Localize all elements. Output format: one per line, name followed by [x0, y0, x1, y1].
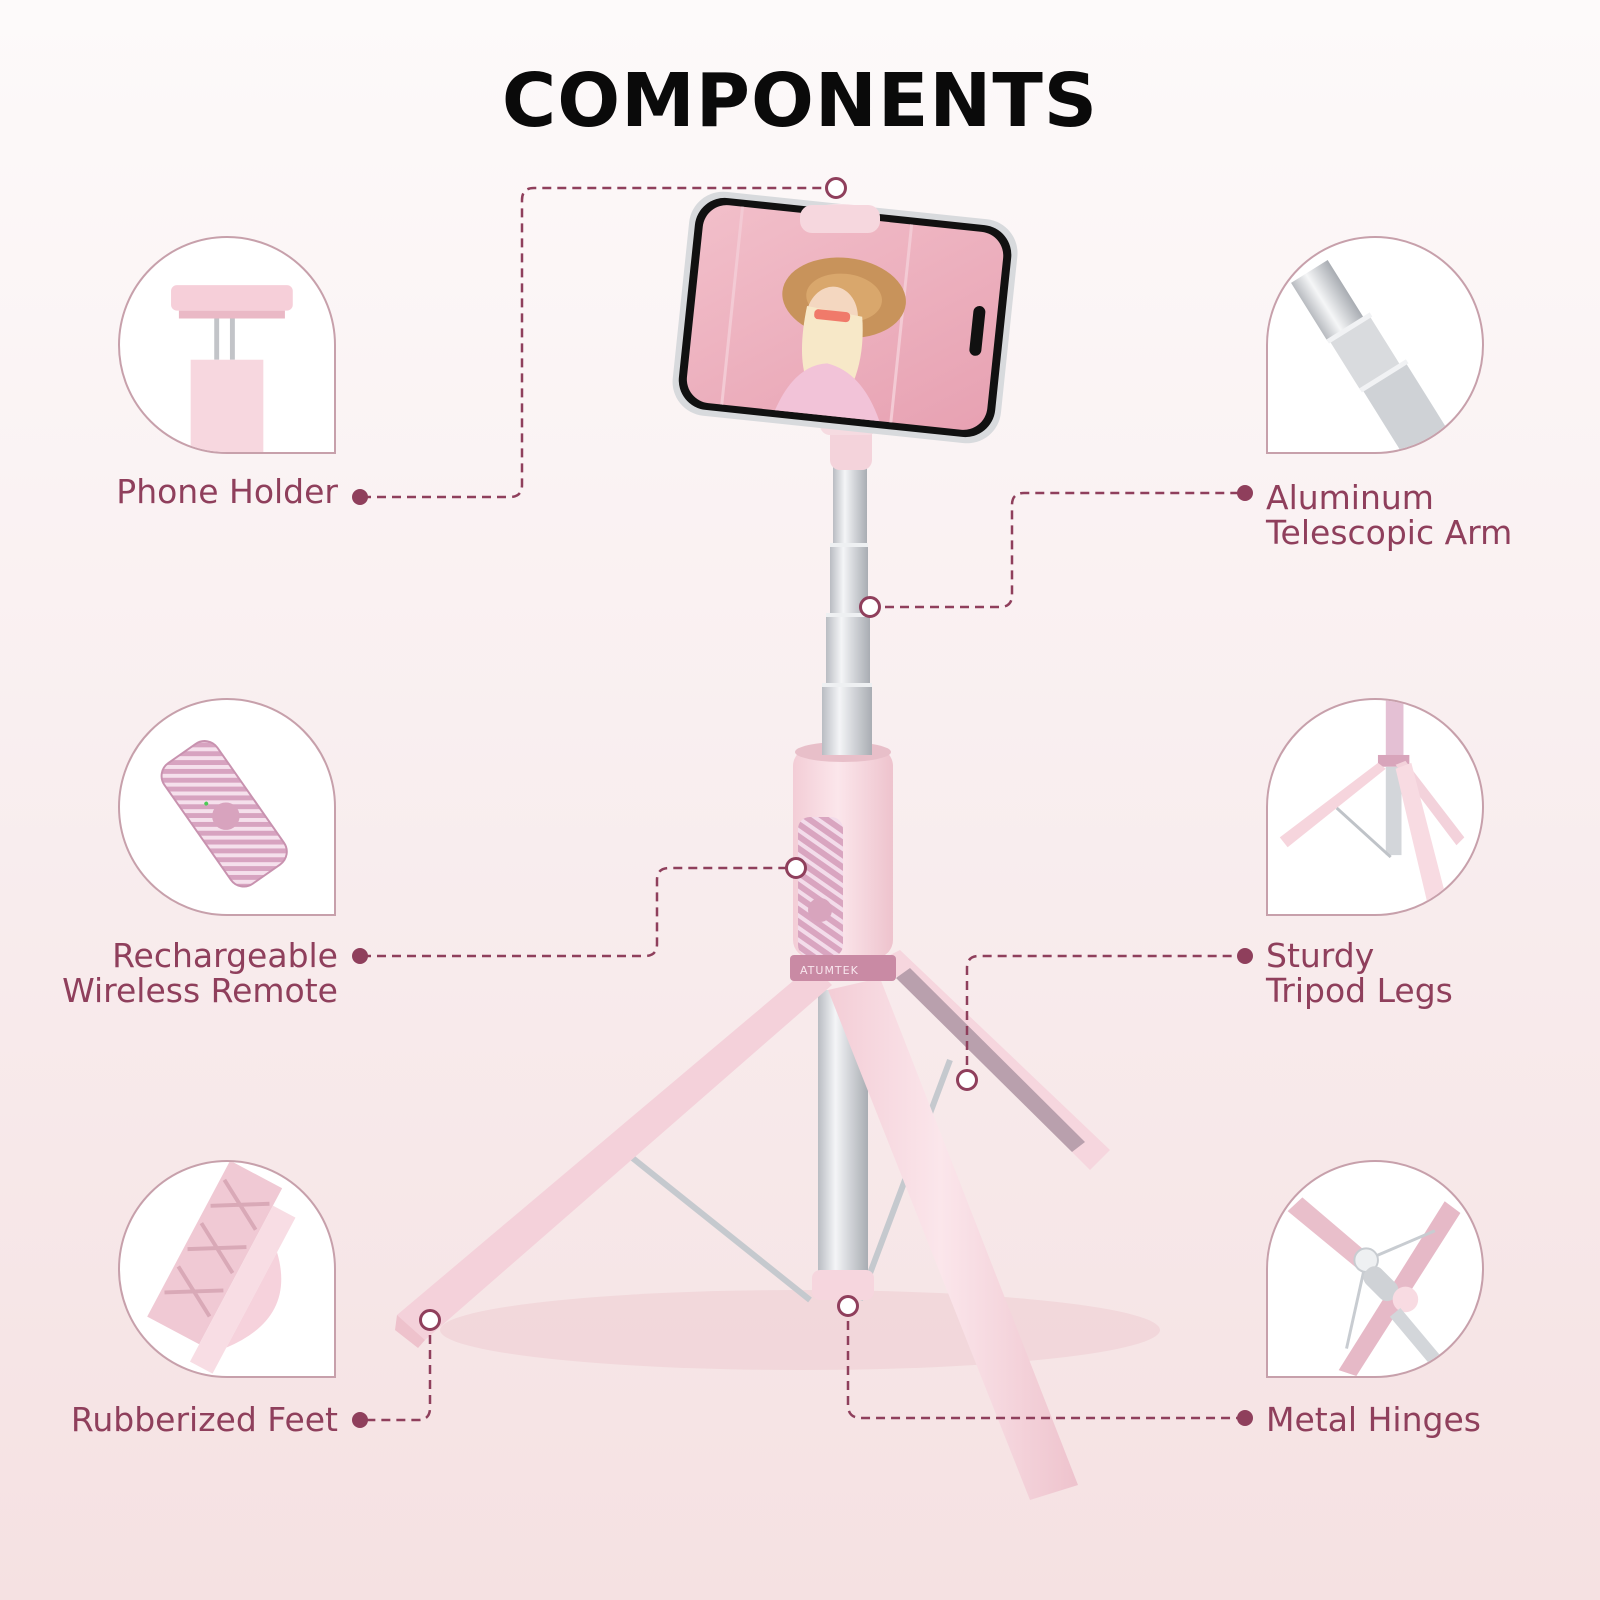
label-dot [352, 1412, 368, 1428]
hotspot-rubber-feet[interactable] [419, 1309, 441, 1331]
callout-card-tripod-legs [1266, 698, 1484, 916]
label-dot [1237, 948, 1253, 964]
label-phone-holder: Phone Holder [116, 472, 338, 511]
label-metal-hinges: Metal Hinges [1266, 1400, 1481, 1439]
callout-card-phone-holder [118, 236, 336, 454]
metal-hinge-icon [1287, 1197, 1461, 1376]
label-remote: Rechargeable Wireless Remote [62, 936, 338, 1010]
label-dot [352, 948, 368, 964]
label-dot [1237, 1410, 1253, 1426]
telescopic-arm-icon [1291, 259, 1447, 452]
label-tripod-legs: Sturdy Tripod Legs [1266, 936, 1453, 1010]
label-dot [352, 489, 368, 505]
phone-holder-icon [171, 285, 293, 452]
tripod-legs-icon [1279, 700, 1465, 914]
hotspot-remote[interactable] [785, 857, 807, 879]
callout-card-aluminum-arm [1266, 236, 1484, 454]
label-dot [1237, 485, 1253, 501]
brand-logo: ATUMTEK [800, 964, 859, 977]
wireless-remote-icon [160, 740, 288, 888]
label-rubber-feet: Rubberized Feet [70, 1400, 338, 1439]
callout-card-rubber-feet [118, 1160, 336, 1378]
hotspot-phone-holder[interactable] [825, 177, 847, 199]
callout-card-metal-hinges [1266, 1160, 1484, 1378]
hotspot-metal-hinges[interactable] [837, 1295, 859, 1317]
page-title: COMPONENTS [501, 58, 1099, 144]
callout-card-remote [118, 698, 336, 916]
label-aluminum-arm: Aluminum Telescopic Arm [1266, 478, 1513, 552]
rubber-foot-icon [147, 1162, 296, 1374]
hotspot-aluminum-arm[interactable] [859, 596, 881, 618]
hotspot-tripod-legs[interactable] [956, 1069, 978, 1091]
